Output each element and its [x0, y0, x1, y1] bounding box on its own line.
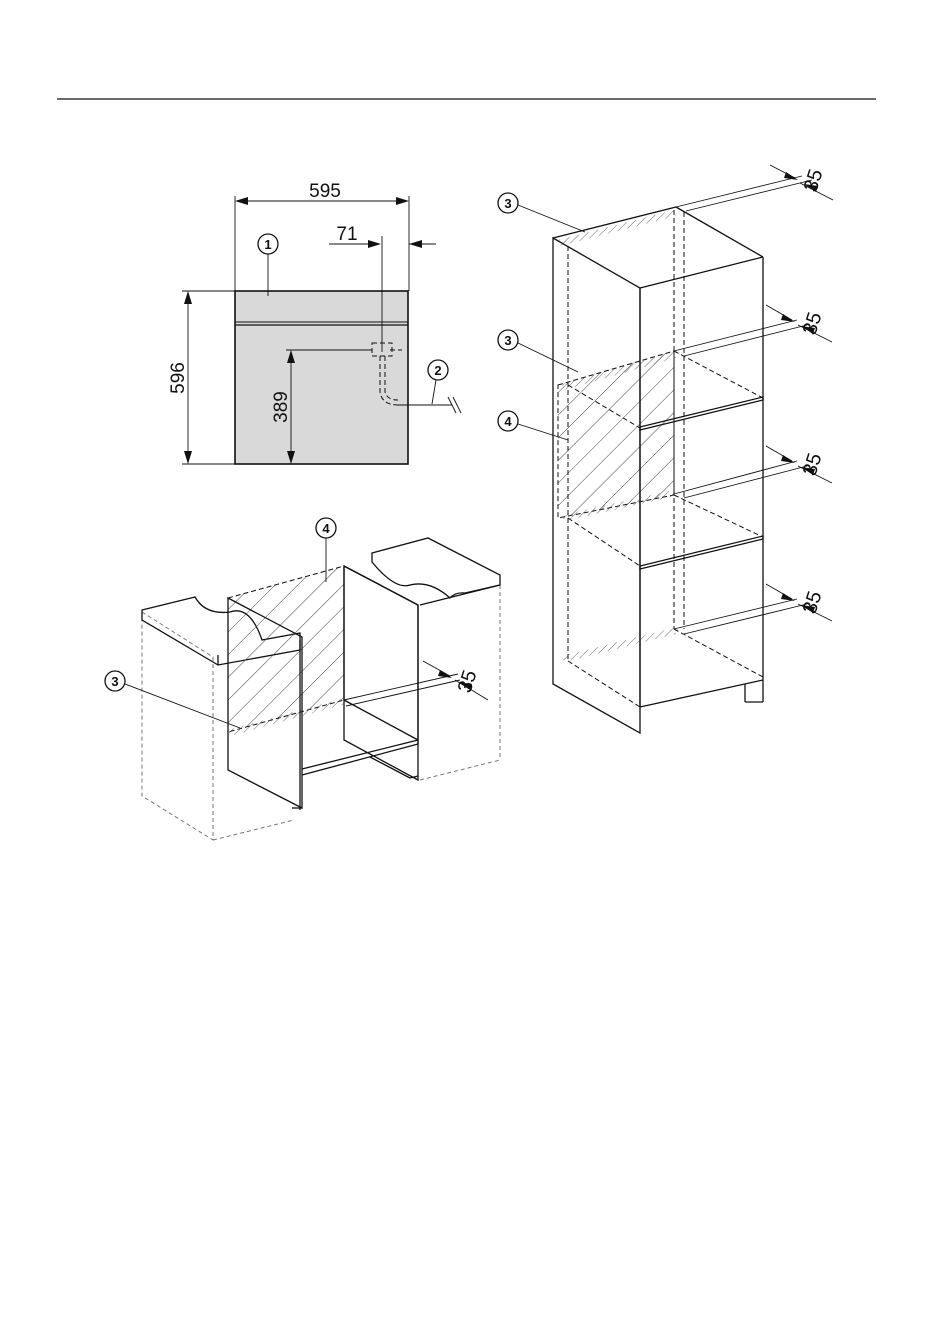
width-dimension: 595	[309, 181, 341, 202]
svg-text:35: 35	[799, 589, 827, 617]
callout-1: 1	[264, 237, 271, 252]
gap-marker-1: 35	[676, 165, 833, 211]
svg-text:35: 35	[454, 668, 482, 696]
callout-4-under: 4	[322, 521, 330, 536]
svg-text:35: 35	[799, 310, 827, 338]
callout-3-under: 3	[111, 674, 118, 689]
tall-hatched-area	[558, 351, 674, 518]
under-counter-unit: 35 4 3	[105, 518, 500, 840]
front-view: 595 71 596 389 1 2	[168, 181, 461, 464]
svg-text:35: 35	[800, 167, 828, 195]
callout-4-tall: 4	[504, 414, 512, 429]
socket-height-dimension: 389	[271, 391, 292, 423]
socket-offset-dimension: 71	[336, 224, 357, 245]
gap-marker-5: 35	[344, 661, 488, 706]
callout-3-mid: 3	[504, 333, 511, 348]
gap-marker-3: 35	[674, 446, 832, 498]
tall-cabinet: 35 35 35 35	[498, 165, 833, 733]
svg-text:35: 35	[799, 451, 827, 479]
callout-3-top: 3	[504, 196, 511, 211]
callout-2: 2	[434, 363, 441, 378]
gap-marker-4: 35	[674, 584, 832, 634]
height-dimension: 596	[168, 362, 189, 394]
gap-marker-2: 35	[674, 305, 832, 356]
